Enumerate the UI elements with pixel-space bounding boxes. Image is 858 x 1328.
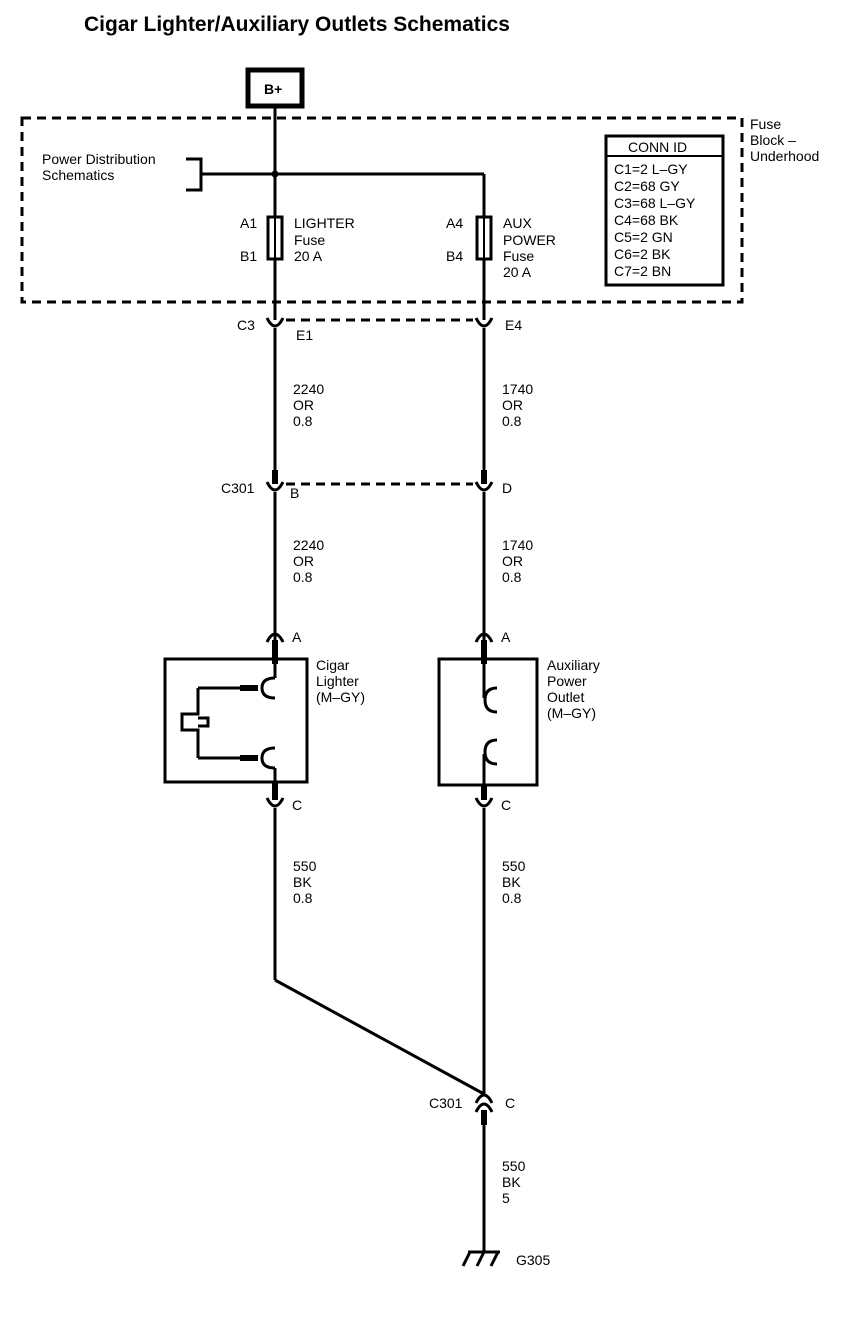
c3-e4-terminal bbox=[474, 317, 494, 328]
conn-id-row: C6=2 BK bbox=[614, 246, 671, 262]
c3-label: C3 bbox=[237, 317, 255, 333]
lighter-mid-circuit: 2240 bbox=[293, 537, 324, 553]
fuse-block-outline bbox=[20, 116, 744, 304]
c301-b-label: B bbox=[290, 485, 299, 501]
cigar-lighter-box bbox=[163, 657, 309, 784]
fuse-block-label-line-3: Underhood bbox=[750, 148, 819, 164]
conn-id-header: CONN ID bbox=[628, 139, 687, 155]
aux-upper-gauge: 0.8 bbox=[502, 413, 522, 429]
aux-pin-c-terminal bbox=[474, 797, 494, 808]
aux-outlet-box bbox=[437, 657, 539, 787]
c3-e1-label: E1 bbox=[296, 327, 313, 343]
aux-outlet-label-4: (M–GY) bbox=[547, 705, 596, 721]
lighter-ground-color: BK bbox=[293, 874, 312, 890]
fuse-block-label-line-1: Fuse bbox=[750, 116, 781, 132]
lighter-mid-gauge: 0.8 bbox=[293, 569, 313, 585]
lighter-mid-color: OR bbox=[293, 553, 314, 569]
c301-c-terminal-bottom bbox=[474, 1102, 494, 1113]
aux-contact-bottom bbox=[483, 738, 498, 766]
lighter-fuse-label-1: LIGHTER bbox=[294, 215, 355, 231]
aux-pin-a-terminal bbox=[474, 632, 494, 643]
ground-icon bbox=[461, 1250, 500, 1267]
aux-fuse-pin-in: A4 bbox=[446, 215, 463, 231]
c301-c-terminal-top bbox=[474, 1093, 494, 1104]
conn-id-row: C1=2 L–GY bbox=[614, 161, 688, 177]
ground-label: G305 bbox=[516, 1252, 550, 1268]
aux-contact-top bbox=[483, 686, 498, 714]
aux-ground-color: BK bbox=[502, 874, 521, 890]
splice-dot bbox=[271, 170, 279, 178]
c301-c-label: C bbox=[505, 1095, 515, 1111]
fuse-block-label-line-2: Block – bbox=[750, 132, 796, 148]
power-dist-bracket bbox=[186, 157, 203, 192]
lighter-fuse-label-3: 20 A bbox=[294, 248, 323, 264]
main-ground-circuit: 550 bbox=[502, 1158, 526, 1174]
lighter-fuse-pin-out: B1 bbox=[240, 248, 257, 264]
conn-id-row: C4=68 BK bbox=[614, 212, 679, 228]
main-ground-color: BK bbox=[502, 1174, 521, 1190]
lighter-pin-c-terminal bbox=[265, 797, 285, 808]
aux-pin-c-label: C bbox=[501, 797, 511, 813]
lighter-contact-top bbox=[260, 676, 276, 700]
aux-upper-circuit: 1740 bbox=[502, 381, 533, 397]
lighter-pin-a-terminal bbox=[265, 632, 285, 643]
aux-upper-color: OR bbox=[502, 397, 523, 413]
lighter-upper-gauge: 0.8 bbox=[293, 413, 313, 429]
aux-outlet-label-3: Outlet bbox=[547, 689, 584, 705]
aux-fuse-label-4: 20 A bbox=[503, 264, 532, 280]
conn-id-row: C3=68 L–GY bbox=[614, 195, 696, 211]
lighter-pin-c-label: C bbox=[292, 797, 302, 813]
lighter-contact-bottom bbox=[260, 746, 276, 770]
aux-mid-circuit: 1740 bbox=[502, 537, 533, 553]
aux-outlet-label-1: Auxiliary bbox=[547, 657, 600, 673]
conn-id-row: C7=2 BN bbox=[614, 263, 671, 279]
lighter-ground-circuit: 550 bbox=[293, 858, 317, 874]
c301-bottom-label: C301 bbox=[429, 1095, 463, 1111]
main-ground-gauge: 5 bbox=[502, 1190, 510, 1206]
lighter-fuse-label-2: Fuse bbox=[294, 232, 325, 248]
c301-b-terminal bbox=[265, 481, 285, 492]
battery-label: B+ bbox=[264, 81, 282, 97]
lighter-ground-gauge: 0.8 bbox=[293, 890, 313, 906]
aux-ground-gauge: 0.8 bbox=[502, 890, 522, 906]
page-title: Cigar Lighter/Auxiliary Outlets Schemati… bbox=[84, 13, 510, 36]
cigar-lighter-label-3: (M–GY) bbox=[316, 689, 365, 705]
lighter-heating-element bbox=[180, 688, 200, 758]
lighter-ground-wire-diagonal bbox=[274, 978, 485, 1096]
power-dist-line-2: Schematics bbox=[42, 167, 114, 183]
aux-fuse-pin-out: B4 bbox=[446, 248, 463, 264]
conn-id-table bbox=[604, 134, 725, 287]
c301-d-terminal bbox=[474, 481, 494, 492]
cigar-lighter-label-1: Cigar bbox=[316, 657, 350, 673]
lighter-upper-color: OR bbox=[293, 397, 314, 413]
c3-e1-terminal bbox=[265, 317, 285, 328]
cigar-lighter-label-2: Lighter bbox=[316, 673, 359, 689]
c3-e4-label: E4 bbox=[505, 317, 522, 333]
conn-id-row: C2=68 GY bbox=[614, 178, 680, 194]
aux-ground-circuit: 550 bbox=[502, 858, 526, 874]
aux-mid-color: OR bbox=[502, 553, 523, 569]
lighter-pin-a-label: A bbox=[292, 629, 302, 645]
c301-top-label: C301 bbox=[221, 480, 255, 496]
conn-id-row: C5=2 GN bbox=[614, 229, 673, 245]
aux-fuse-label-3: Fuse bbox=[503, 248, 534, 264]
aux-outlet-label-2: Power bbox=[547, 673, 587, 689]
power-dist-line-1: Power Distribution bbox=[42, 151, 156, 167]
lighter-upper-circuit: 2240 bbox=[293, 381, 324, 397]
aux-fuse-label-1: AUX bbox=[503, 215, 532, 231]
aux-mid-gauge: 0.8 bbox=[502, 569, 522, 585]
lighter-fuse-pin-in: A1 bbox=[240, 215, 257, 231]
aux-pin-a-label: A bbox=[501, 629, 511, 645]
c301-d-label: D bbox=[502, 480, 512, 496]
lighter-element-coil bbox=[198, 716, 210, 728]
aux-fuse-label-2: POWER bbox=[503, 232, 556, 248]
